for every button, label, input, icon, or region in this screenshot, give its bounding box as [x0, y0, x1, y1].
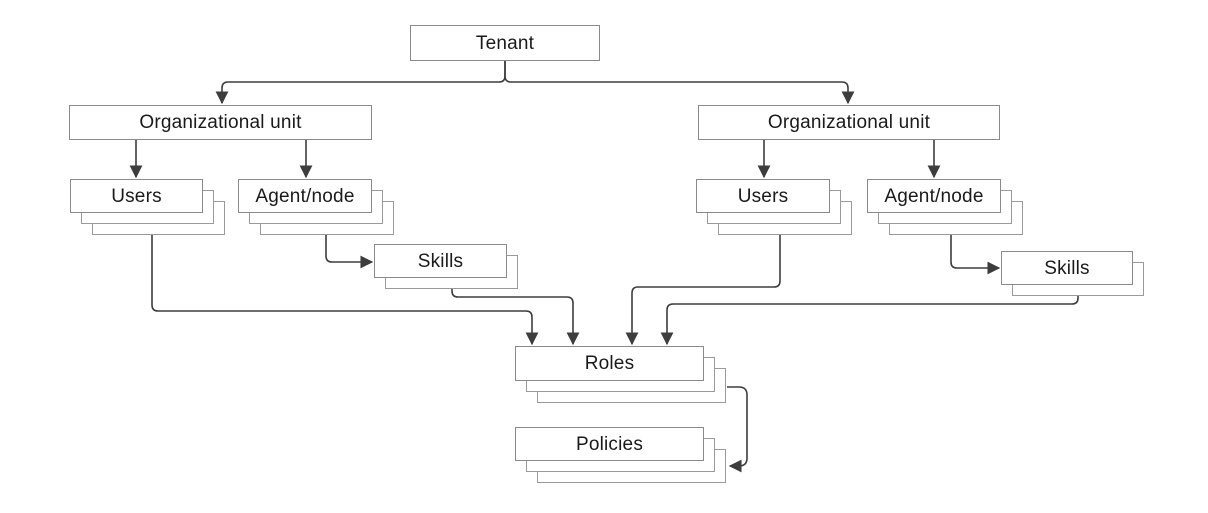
- node-organizational-unit-left-label: Organizational unit: [139, 112, 302, 133]
- node-tenant: Tenant: [410, 25, 600, 61]
- edge-skills-left-roles: [451, 289, 580, 346]
- node-users-right: Users: [696, 179, 852, 235]
- stack-main-box: Skills: [374, 244, 507, 278]
- node-policies-label: Policies: [575, 433, 644, 455]
- edge-skills-right-roles: [660, 296, 1079, 346]
- stack-main-box: Skills: [1001, 251, 1133, 285]
- node-organizational-unit-right-label: Organizational unit: [767, 112, 931, 133]
- stack-main-box: Policies: [515, 427, 704, 461]
- node-users-left: Users: [70, 179, 225, 235]
- node-users-left-label: Users: [111, 185, 162, 207]
- stack-main-box: Agent/node: [867, 179, 1001, 213]
- node-skills-left-label: Skills: [417, 250, 464, 272]
- node-skills-right-label: Skills: [1044, 257, 1090, 279]
- node-roles-label: Roles: [584, 353, 635, 374]
- stack-main-box: Roles: [515, 346, 704, 381]
- node-skills-right: Skills: [1001, 251, 1144, 296]
- node-users-right-label: Users: [737, 185, 789, 207]
- edge-tenant-org-right: [504, 61, 855, 105]
- node-skills-left: Skills: [374, 244, 518, 289]
- stack-main-box: Users: [696, 179, 830, 213]
- edge-users-right-roles: [625, 235, 781, 346]
- node-roles: Roles: [515, 346, 726, 403]
- edge-roles-policies: [727, 386, 748, 473]
- node-organizational-unit-left: Organizational unit: [69, 105, 372, 140]
- node-agent-node-right: Agent/node: [867, 179, 1023, 235]
- node-agent-node-left: Agent/node: [238, 179, 394, 235]
- edge-agent-left-skills-left: [325, 235, 374, 269]
- node-agent-node-right-label: Agent/node: [884, 185, 984, 207]
- node-policies: Policies: [515, 427, 726, 483]
- node-agent-node-left-label: Agent/node: [255, 185, 355, 207]
- node-tenant-label: Tenant: [475, 32, 535, 54]
- node-organizational-unit-right: Organizational unit: [698, 105, 1000, 140]
- edge-tenant-org-left: [215, 61, 506, 105]
- stack-main-box: Users: [70, 179, 203, 213]
- edge-agent-right-skills-right: [950, 235, 1001, 275]
- stack-main-box: Agent/node: [238, 179, 372, 213]
